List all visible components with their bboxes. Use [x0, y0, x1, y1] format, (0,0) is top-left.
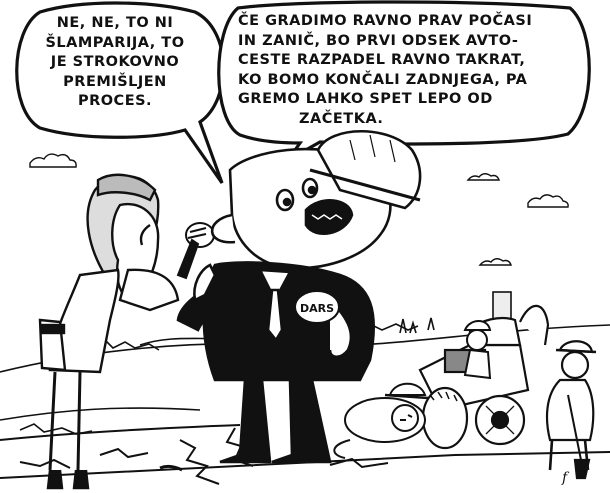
sleeping-worker	[333, 382, 429, 459]
shovel-worker	[545, 340, 597, 480]
background-clouds	[29, 153, 569, 266]
right-speech-text: ČE GRADIMO RAVNO PRAV POČASI IN ZANIČ, B…	[238, 13, 533, 127]
badge-text: DARS	[300, 302, 334, 315]
artist-signature: f	[561, 470, 570, 486]
left-speech-bubble	[15, 1, 225, 184]
dars-badge: DARS	[294, 290, 340, 324]
left-speech-text: NE, NE, TO NI ŠLAMPARIJA, TO JE STROKOVN…	[45, 15, 185, 109]
right-speech-bubble	[217, 0, 591, 162]
woman-reporter	[38, 173, 180, 490]
official-man	[176, 129, 422, 464]
roller-worker	[463, 320, 492, 380]
microphone	[176, 222, 215, 280]
